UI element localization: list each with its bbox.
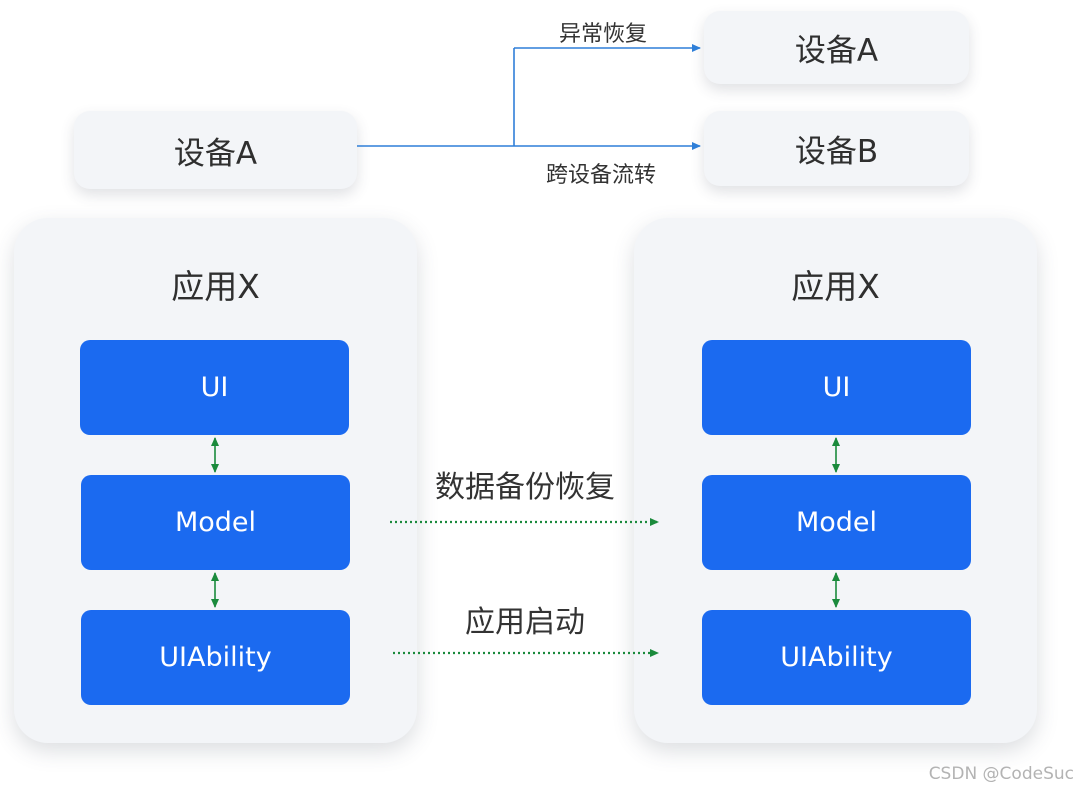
branch-connector bbox=[357, 44, 701, 150]
target-device-a: 设备A bbox=[704, 11, 969, 84]
app-title-left: 应用X bbox=[171, 267, 260, 306]
right-ui-label: UI bbox=[822, 372, 851, 403]
target-device-b-label: 设备B bbox=[794, 134, 879, 170]
right-model-block: Model bbox=[702, 475, 971, 570]
source-device: 设备A bbox=[74, 111, 357, 189]
source-device-label: 设备A bbox=[173, 135, 258, 172]
right-uiability-block: UIAbility bbox=[702, 610, 971, 705]
target-device-a-label: 设备A bbox=[794, 33, 879, 69]
target-device-b: 设备B bbox=[704, 111, 969, 186]
left-model-label: Model bbox=[174, 507, 257, 538]
left-uiability-block: UIAbility bbox=[81, 610, 350, 705]
branch-label-recovery: 异常恢复 bbox=[559, 22, 648, 47]
flow-label-data-backup: 数据备份恢复 bbox=[435, 470, 615, 505]
watermark: CSDN @CodeSuc bbox=[928, 764, 1074, 784]
right-uiability-label: UIAbility bbox=[780, 642, 893, 673]
left-ui-block: UI bbox=[80, 340, 349, 435]
left-ui-label: UI bbox=[200, 372, 229, 403]
left-model-block: Model bbox=[81, 475, 350, 570]
branch-label-transfer: 跨设备流转 bbox=[546, 163, 657, 188]
right-ui-block: UI bbox=[702, 340, 971, 435]
flow-label-app-launch: 应用启动 bbox=[465, 605, 585, 640]
right-model-label: Model bbox=[795, 507, 878, 538]
app-title-right: 应用X bbox=[791, 267, 880, 306]
left-uiability-label: UIAbility bbox=[159, 642, 272, 673]
